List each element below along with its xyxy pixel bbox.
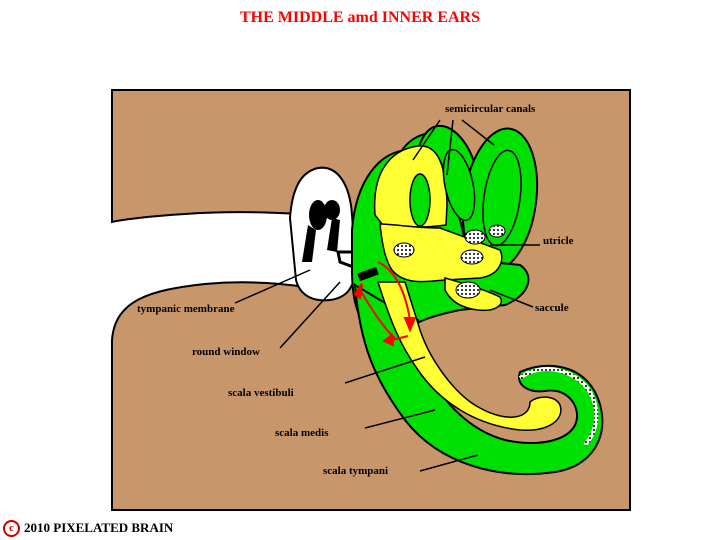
- copyright-text: 2010 PIXELATED BRAIN: [24, 520, 174, 535]
- copyright-footer: c 2010 PIXELATED BRAIN: [3, 519, 173, 537]
- label-semicircular-canals: semicircular canals: [445, 103, 536, 115]
- label-scala-tympani: scala tympani: [323, 465, 388, 477]
- middle-ear-cavity: [288, 166, 358, 302]
- leader-lines: [234, 119, 540, 472]
- page-title: THE MIDDLE amd INNER EARS: [239, 9, 481, 26]
- label-saccule: saccule: [535, 302, 569, 314]
- label-scala-vestibuli: scala vestibuli: [228, 387, 294, 399]
- label-utricle: utricle: [543, 235, 574, 247]
- label-tympanic-membrane: tympanic membrane: [137, 303, 235, 315]
- copyright-icon: c: [3, 519, 20, 537]
- sensory-maculae: [393, 224, 599, 447]
- label-round-window: round window: [192, 346, 260, 358]
- oval-window: [357, 266, 379, 282]
- sound-arrows: [353, 261, 417, 347]
- label-scala-medis: scala medis: [275, 427, 329, 439]
- canal-cores: [409, 173, 431, 227]
